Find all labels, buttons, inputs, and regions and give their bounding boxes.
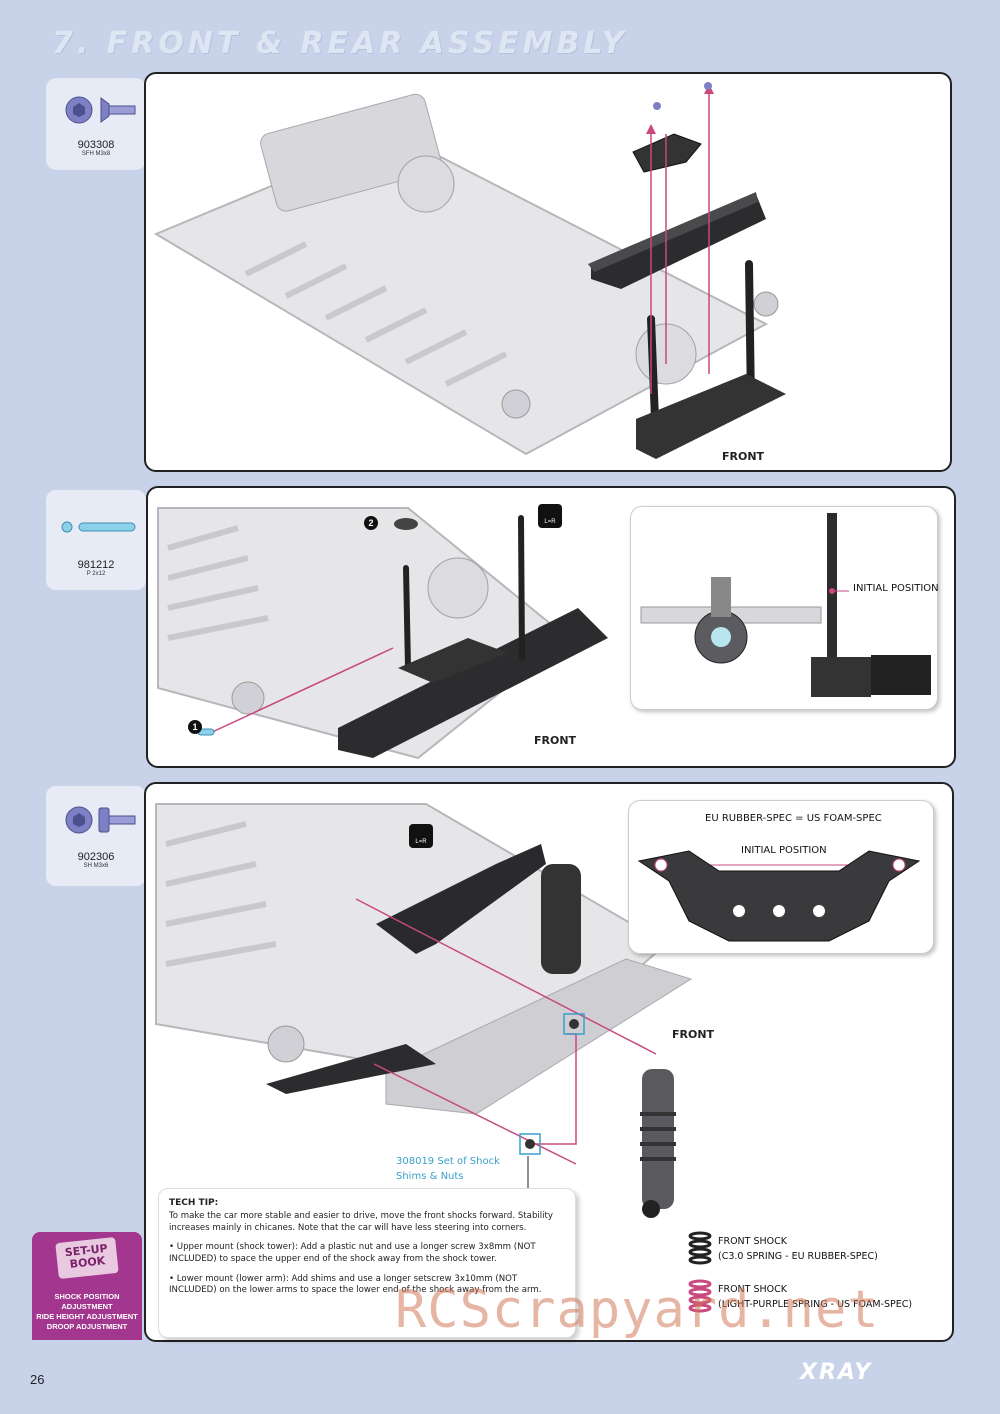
spring-icon-c30 [688, 1231, 712, 1265]
part-card-screw-sfh: 903308 SFH M3x8 [46, 78, 146, 170]
lr-badge: L=R [538, 504, 562, 528]
shock-tower-detail [637, 850, 921, 942]
shim-kit-label: 308019 Set of Shock Shims & Nuts [396, 1156, 500, 1182]
setup-item: RIDE HEIGHT ADJUSTMENT [36, 1312, 138, 1321]
chassis-illustration-2 [157, 507, 608, 760]
assembly-step-panel-2: 1 2 L=R FRONT INITIAL POSITION [146, 486, 956, 768]
front-indicator: FRONT [672, 1028, 715, 1041]
assembly-step-panel-3: L=R FRONT 308019 Set of Shock Shims & Nu… [144, 782, 954, 1342]
chassis-illustration-3 [155, 803, 693, 1218]
chassis-illustration-1 [153, 82, 786, 459]
setup-item: SHOCK POSITION ADJUSTMENT [54, 1292, 120, 1311]
front-indicator: FRONT [722, 450, 765, 463]
step-marker-2: 2 [364, 516, 378, 530]
lr-badge-label: L=R [544, 519, 556, 525]
page-title: 7. FRONT & REAR ASSEMBLY [52, 26, 628, 61]
setup-item: DROOP ADJUSTMENT [46, 1322, 128, 1331]
shock-tower-inset: EU RUBBER-SPEC = US FOAM-SPEC INITIAL PO… [628, 800, 934, 954]
part-card-screw-sh: 902306 SH M3x6 [46, 786, 146, 886]
part-number: 902306 [77, 851, 115, 863]
ride-height-detail [640, 513, 931, 697]
lr-badge-label: L=R [415, 839, 427, 845]
tech-tip-box: TECH TIP: To make the car more stable an… [158, 1188, 576, 1338]
watermark: RCScrapyard.net [395, 1280, 880, 1340]
brand-logo: XRAY [800, 1360, 873, 1385]
cap-head-screw-icon [65, 806, 136, 834]
shock-spec-foam-label: FRONT SHOCK (LIGHT-PURPLE SPRING - US FO… [718, 1284, 913, 1310]
tech-tip-title: TECH TIP: [169, 1198, 219, 1208]
initial-position-inset: INITIAL POSITION [630, 506, 939, 710]
setup-book-icon: SET-UP BOOK [55, 1236, 119, 1280]
setup-book-reference: SET-UP BOOK SHOCK POSITION ADJUSTMENT RI… [32, 1232, 142, 1340]
tech-tip-lower: • Lower mount (lower arm): Add shims and… [169, 1273, 542, 1296]
tech-tip-intro: To make the car more stable and easier t… [169, 1211, 554, 1233]
spec-equivalence-label: EU RUBBER-SPEC = US FOAM-SPEC [705, 813, 882, 824]
spring-icon-light-purple [688, 1279, 712, 1313]
flat-head-screw-icon [65, 96, 136, 124]
part-number: 903308 [77, 139, 115, 151]
front-indicator: FRONT [534, 734, 577, 747]
part-desc: SFH M3x8 [81, 151, 111, 157]
initial-position-label: INITIAL POSITION [741, 845, 827, 856]
shock-spec-rubber-label: FRONT SHOCK (C3.0 SPRING - EU RUBBER-SPE… [718, 1236, 878, 1262]
assembly-step-panel-1: FRONT [144, 72, 952, 472]
part-desc: SH M3x6 [83, 863, 109, 869]
tech-tip-upper: • Upper mount (shock tower): Add a plast… [169, 1242, 536, 1264]
step-marker-1: 1 [188, 720, 202, 734]
part-number: 981212 [77, 559, 115, 571]
page-number: 26 [30, 1372, 45, 1387]
pin-icon [61, 521, 136, 533]
initial-position-label: INITIAL POSITION [853, 583, 939, 594]
part-card-pin: 981212 P 2x12 [46, 490, 146, 590]
part-desc: P 2x12 [86, 571, 106, 577]
lr-badge: L=R [409, 824, 433, 848]
